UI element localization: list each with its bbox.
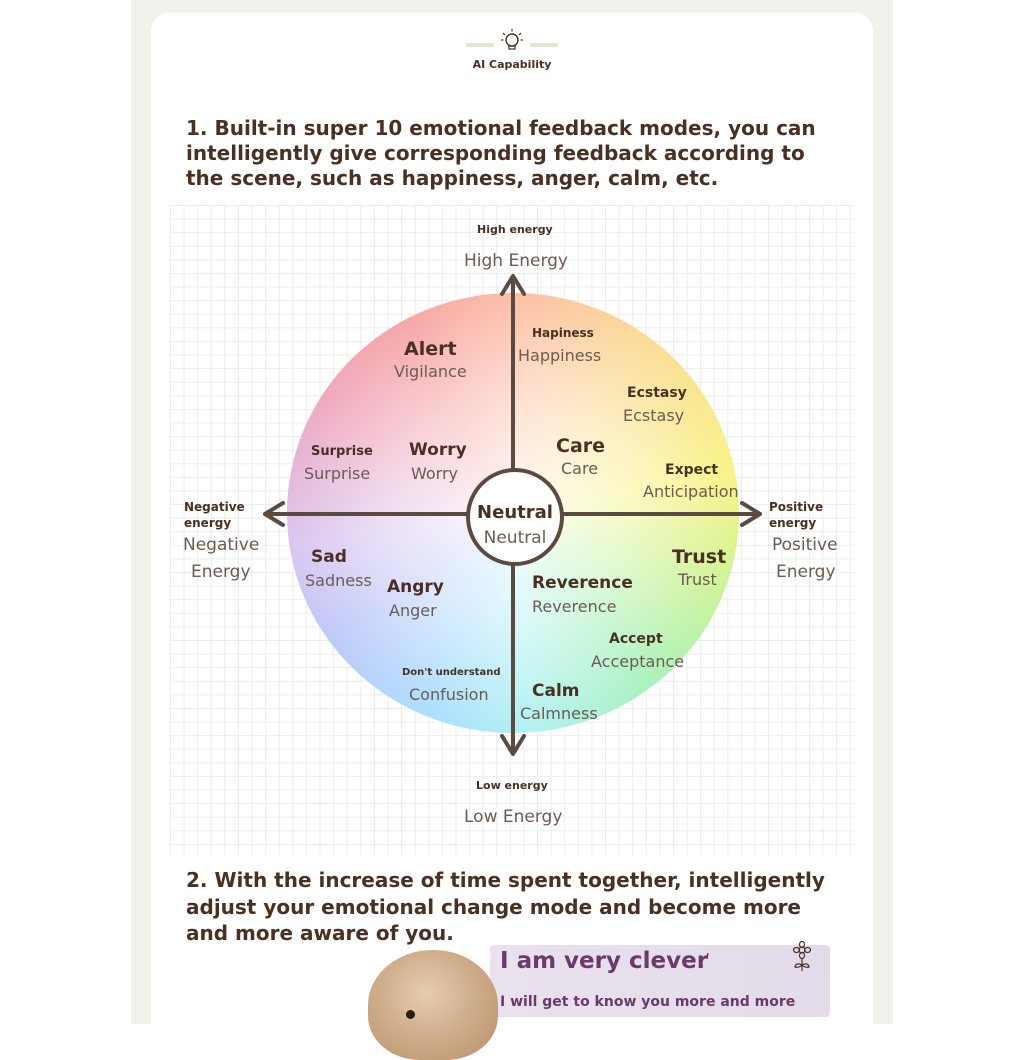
emotion-trust-sub: Trust (678, 570, 717, 589)
energy-axes (263, 274, 762, 756)
divider-left (466, 43, 494, 47)
negative-energy-large-2: Energy (191, 562, 251, 582)
positive-energy-small-2: energy (769, 516, 817, 530)
banner-title: I am very clever (500, 948, 709, 974)
emotion-reverence-sub: Reverence (532, 597, 617, 616)
neutral-label: Neutral (477, 502, 553, 523)
emotion-angry: Angry (387, 577, 444, 597)
banner-highlight (490, 945, 830, 1017)
emotion-surprise: Surprise (311, 444, 373, 459)
positive-energy-large-2: Energy (776, 562, 836, 582)
emotion-surprise-sub: Surprise (304, 464, 371, 483)
arrow-left (263, 501, 285, 527)
emotion-worry: Worry (409, 440, 467, 460)
high-energy-small: High energy (477, 223, 553, 236)
ai-capability-label: AI Capability (472, 58, 552, 71)
emotion-trust: Trust (672, 546, 727, 568)
negative-energy-small-1: Negative (184, 500, 245, 514)
flower-icon (792, 940, 812, 971)
arrow-right (740, 501, 762, 527)
emotion-alert: Alert (404, 338, 457, 360)
emotion-care: Care (556, 435, 606, 457)
banner-subtitle: I will get to know you more and more (500, 994, 796, 1010)
emotion-expect-sub: Anticipation (643, 482, 739, 501)
emotion-reverence: Reverence (532, 573, 633, 593)
lightbulb-icon (501, 29, 523, 50)
plush-dog-image (368, 950, 498, 1060)
emotion-accept-sub: Acceptance (591, 652, 685, 671)
feature-heading-2: 2. With the increase of time spent toget… (186, 868, 825, 945)
emotion-calm-sub: Calmness (520, 704, 598, 723)
emotion-angry-sub: Anger (389, 601, 437, 620)
emotion-dont-understand: Don't understand (402, 667, 501, 678)
emotion-alert-sub: Vigilance (394, 362, 467, 381)
sparkle-icon: ʼ (705, 950, 711, 969)
neutral-sublabel: Neutral (483, 528, 547, 548)
emotion-sad: Sad (311, 547, 347, 567)
low-energy-large: Low Energy (464, 807, 563, 827)
emotion-calm: Calm (532, 681, 580, 701)
emotion-happiness-sub: Happiness (518, 346, 602, 365)
arrow-up (500, 274, 526, 296)
emotion-ecstasy: Ecstasy (627, 385, 687, 401)
emotion-expect: Expect (665, 462, 719, 478)
emotion-ecstasy-sub: Ecstasy (623, 406, 685, 425)
positive-energy-large-1: Positive (772, 535, 838, 555)
ai-capability-header: AI Capability (440, 28, 584, 78)
positive-energy-small-1: Positive (769, 500, 824, 514)
neutral-center: Neutral Neutral (466, 468, 564, 566)
emotion-sad-sub: Sadness (305, 571, 372, 590)
high-energy-large: High Energy (464, 251, 568, 271)
negative-energy-small-2: energy (184, 516, 232, 530)
arrow-down (500, 734, 526, 756)
divider-right (530, 43, 558, 47)
emotion-happiness: Hapiness (532, 326, 594, 340)
negative-energy-large-1: Negative (183, 535, 260, 555)
emotion-worry-sub: Worry (411, 464, 459, 483)
dog-eye-left (406, 1010, 415, 1019)
feature-heading-1: 1. Built-in super 10 emotional feedback … (186, 116, 816, 190)
low-energy-small: Low energy (476, 779, 548, 792)
emotion-accept: Accept (609, 631, 663, 647)
emotion-dont-understand-sub: Confusion (409, 685, 489, 704)
emotion-care-sub: Care (561, 459, 599, 478)
